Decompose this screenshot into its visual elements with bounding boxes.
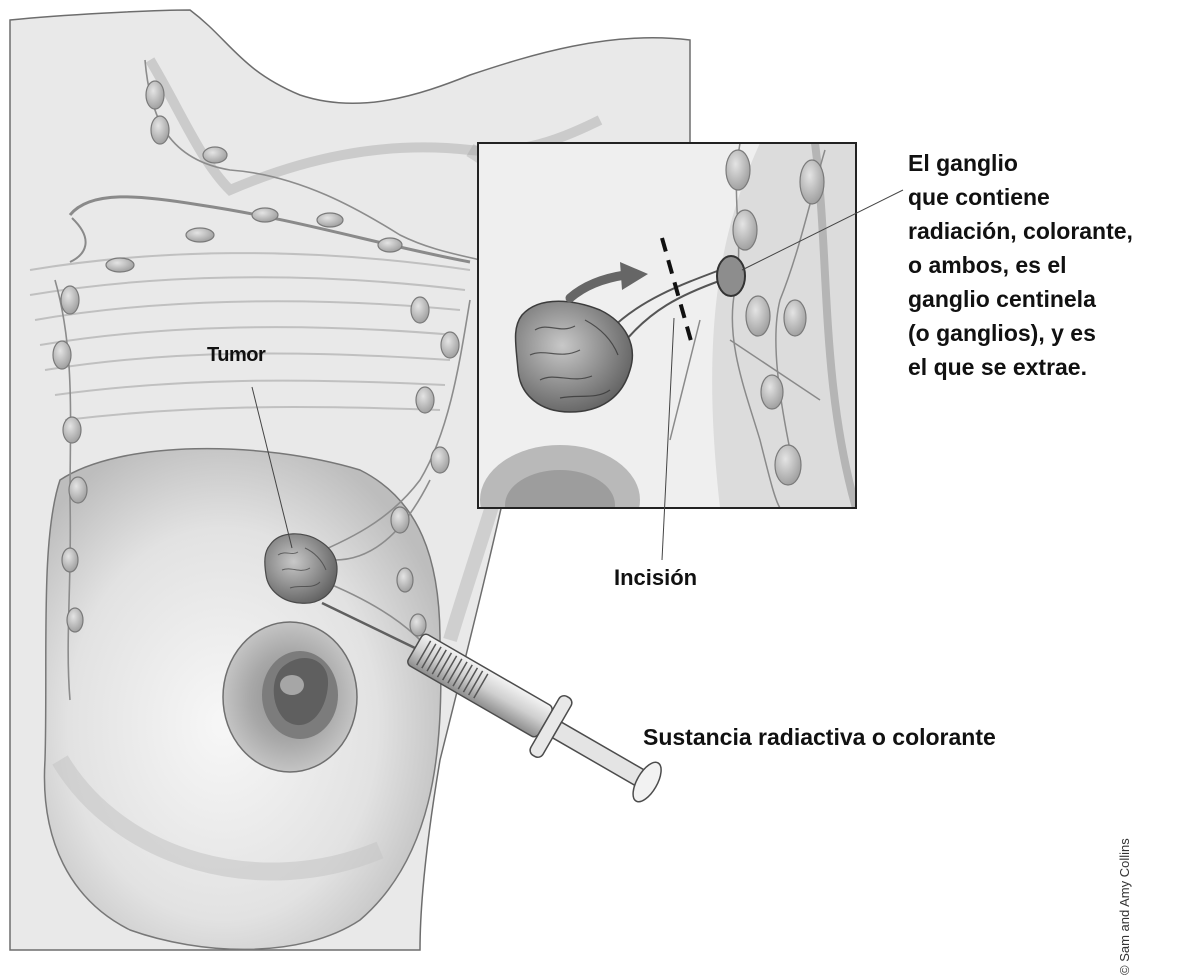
sentinel-node-caption-line: radiación, colorante, <box>908 214 1133 248</box>
incision-label: Incisión <box>614 565 697 591</box>
copyright-credit: © Sam and Amy Collins <box>1117 838 1132 975</box>
sentinel-node-caption-line: ganglio centinela <box>908 282 1133 316</box>
sentinel-node-caption-line: o ambos, es el <box>908 248 1133 282</box>
inset-magnified-view <box>478 143 856 555</box>
areola <box>223 622 357 772</box>
sentinel-node <box>717 256 745 296</box>
sentinel-node-caption-line: (o ganglios), y es <box>908 316 1133 350</box>
sentinel-node-caption: El ganglio que contiene radiación, color… <box>908 146 1133 384</box>
sentinel-node-caption-line: que contiene <box>908 180 1133 214</box>
substance-label: Sustancia radiactiva o colorante <box>643 724 996 751</box>
sentinel-node-caption-line: el que se extrae. <box>908 350 1133 384</box>
sentinel-node-caption-line: El ganglio <box>908 146 1133 180</box>
tumor-label: Tumor <box>207 344 265 367</box>
